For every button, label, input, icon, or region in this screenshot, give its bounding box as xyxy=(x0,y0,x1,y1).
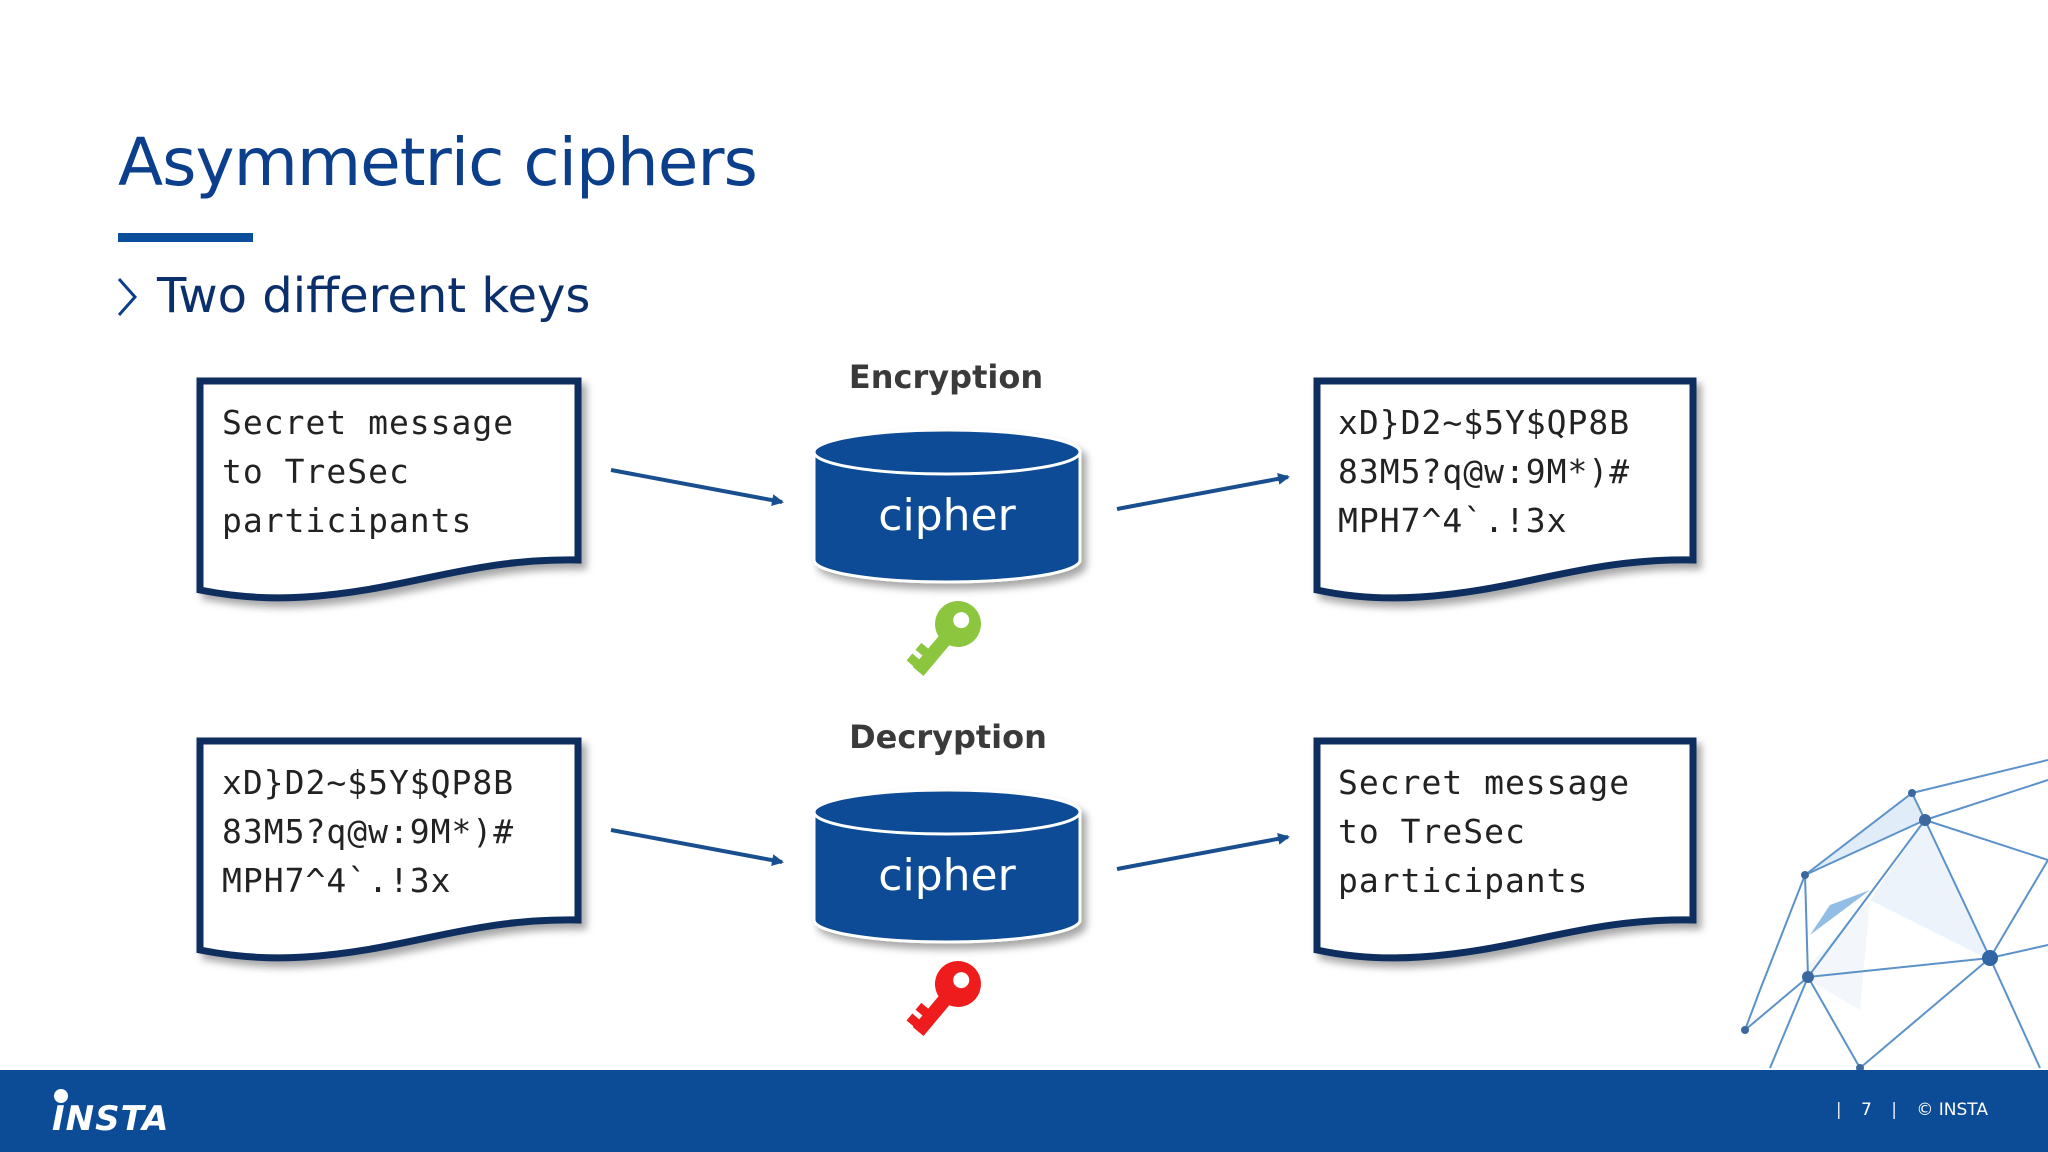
output-arrow xyxy=(1116,472,1290,511)
cipher-label: cipher xyxy=(878,850,1016,901)
input-document xyxy=(196,377,582,602)
input-arrow xyxy=(610,828,784,867)
cipher-label: cipher xyxy=(878,490,1016,541)
red-key-icon xyxy=(906,961,981,1036)
cipher-cylinder xyxy=(812,428,1082,584)
bullet-text: Two different keys xyxy=(157,268,591,324)
title-underline xyxy=(118,233,253,242)
footer-meta: | 7 | © INSTA xyxy=(1822,1100,1988,1120)
geodesic-sphere-icon xyxy=(1741,759,2048,1072)
output-document-text: Secret message to TreSec participants xyxy=(1338,763,1631,900)
page-number: 7 xyxy=(1861,1100,1872,1120)
output-arrow xyxy=(1116,832,1290,871)
logo-dot xyxy=(54,1089,68,1103)
encryption-row xyxy=(196,377,1697,676)
footer-separator: | xyxy=(1891,1100,1897,1120)
input-arrow xyxy=(610,468,784,507)
copyright: © INSTA xyxy=(1916,1100,1988,1120)
slide-title: Asymmetric ciphers xyxy=(118,124,758,201)
decryption-row xyxy=(196,737,1697,1036)
chevron-right-icon xyxy=(117,278,138,316)
footer-separator: | xyxy=(1835,1100,1842,1120)
input-document-text: xD}D2~$5Y$QP8B 83M5?q@w:9M*)# MPH7^4`.!3… xyxy=(222,763,515,900)
output-document xyxy=(1313,737,1697,962)
insta-logo: INSTA xyxy=(52,1087,202,1143)
green-key-icon xyxy=(906,601,981,676)
decryption-label: Decryption xyxy=(849,718,1047,756)
cipher-cylinder xyxy=(812,788,1082,944)
logo-text: INSTA xyxy=(52,1099,170,1139)
encryption-label: Encryption xyxy=(848,358,1044,396)
input-document xyxy=(196,737,582,962)
output-document-text: xD}D2~$5Y$QP8B 83M5?q@w:9M*)# MPH7^4`.!3… xyxy=(1338,403,1631,540)
output-document xyxy=(1313,377,1697,602)
footer-bar: INSTA | 7 | © INSTA xyxy=(0,1070,2048,1152)
input-document-text: Secret message to TreSec participants xyxy=(222,403,515,540)
